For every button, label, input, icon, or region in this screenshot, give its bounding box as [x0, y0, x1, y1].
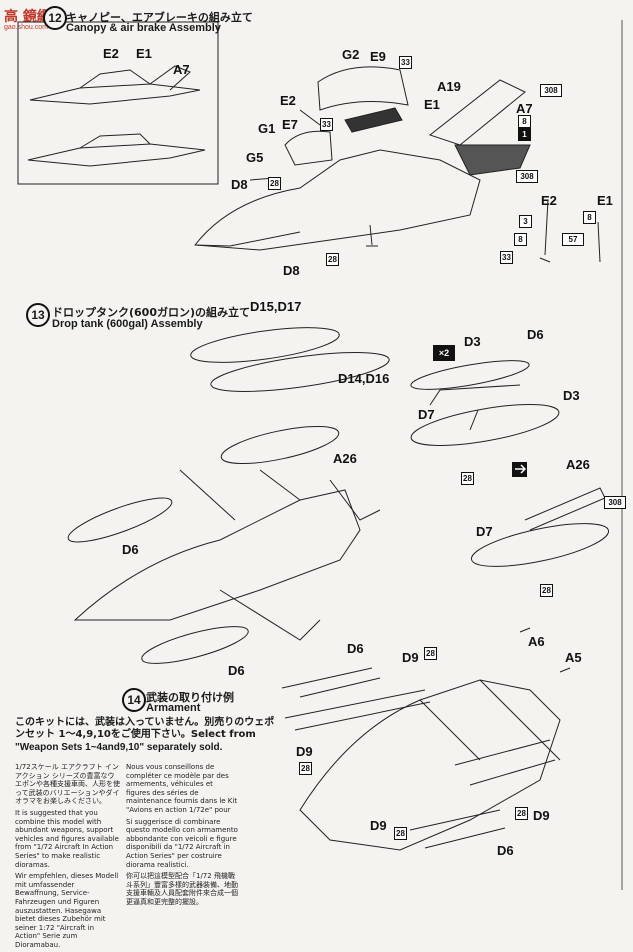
- step-13-title-jp: ドロップタンク(600ガロン)の組み立て: [52, 306, 251, 319]
- part-count-box: 28: [540, 584, 553, 597]
- label-e1b: E1: [597, 193, 613, 208]
- note-jp: 1/72スケール エアクラフト インアクション シリーズの豊富なウエポンや各種支…: [15, 763, 120, 806]
- label-g2: G2: [342, 47, 360, 62]
- armament-note-en: "Weapon Sets 1~4and9,10" separately sold…: [15, 742, 223, 753]
- label-d3b: D3: [563, 388, 580, 403]
- part-count-box: 28: [326, 253, 339, 266]
- quantity-x2-badge: ×2: [433, 345, 455, 361]
- step-12-title-en: Canopy & air brake Assembly: [66, 22, 221, 34]
- label-g5: G5: [246, 150, 264, 165]
- part-count-box: 8: [583, 211, 596, 224]
- step-14-number: 14: [122, 688, 146, 712]
- notes-column-1: 1/72スケール エアクラフト インアクション シリーズの豊富なウエポンや各種支…: [15, 763, 120, 952]
- label-e2-inset: E2: [103, 46, 119, 61]
- part-count-box: 28: [515, 807, 528, 820]
- label-d6b-armament: D6: [497, 843, 514, 858]
- watermark-brand: 高 鏡網: [4, 9, 51, 25]
- step-14-title-jp: 武装の取り付け例: [146, 691, 234, 704]
- part-count-box: 8: [518, 115, 531, 128]
- label-e7: E7: [282, 117, 298, 132]
- part-count-box: 28: [424, 647, 437, 660]
- label-a19: A19: [437, 79, 461, 94]
- label-a7: A7: [516, 101, 533, 116]
- label-e1-inset: E1: [136, 46, 152, 61]
- label-d8: D8: [231, 177, 248, 192]
- label-a26a: A26: [333, 451, 357, 466]
- label-d7b: D7: [476, 524, 493, 539]
- label-d6c: D6: [228, 663, 245, 678]
- part-count-box: 28: [394, 827, 407, 840]
- label-e9: E9: [370, 49, 386, 64]
- label-d6a: D6: [527, 327, 544, 342]
- notes-column-2: Nous vous conseillons de compléter ce mo…: [126, 763, 239, 910]
- label-a7-inset: A7: [173, 62, 190, 77]
- arrow-direction-icon: [512, 462, 527, 477]
- label-e1: E1: [424, 97, 440, 112]
- part-count-box: 33: [500, 251, 513, 264]
- label-d8b: D8: [283, 263, 300, 278]
- label-d3a: D3: [464, 334, 481, 349]
- part-count-box: 3: [519, 215, 532, 228]
- armament-note-jp: このキットには、武装は入っていません。別売りのウェポンセット 1〜4,9,10を…: [15, 717, 275, 740]
- label-e2b: E2: [541, 193, 557, 208]
- label-d9d: D9: [370, 818, 387, 833]
- note-fr: Nous vous conseillons de compléter ce mo…: [126, 763, 238, 814]
- label-e2: E2: [280, 93, 296, 108]
- step-14-title-en: Armament: [146, 702, 201, 714]
- label-a6: A6: [528, 634, 545, 649]
- note-zh: 你可以把這模型配合「1/72 飛機戰斗系列」豐富多樣的武器裝備、地勤支援車輛及人…: [126, 872, 238, 906]
- instruction-diagram: [17, 20, 623, 890]
- watermark-url: gao.shou.com: [4, 24, 48, 31]
- part-count-box: 28: [268, 177, 281, 190]
- part-count-box: 33: [320, 118, 333, 131]
- part-count-box: 308: [604, 496, 626, 509]
- inset-frame: [17, 21, 219, 185]
- note-de: Wir empfehlen, dieses Modell mit umfasse…: [15, 872, 119, 949]
- part-count-box: 28: [299, 762, 312, 775]
- part-count-box: 33: [399, 56, 412, 69]
- part-count-box: 308: [540, 84, 562, 97]
- label-d6b: D6: [122, 542, 139, 557]
- note-it: Si suggerisce di combinare questo modell…: [126, 817, 238, 869]
- step-13-title-en: Drop tank (600gal) Assembly: [52, 318, 203, 330]
- part-count-box: 308: [516, 170, 538, 183]
- note-en: It is suggested that you combine this mo…: [15, 808, 119, 869]
- label-d14-d16: D14,D16: [338, 371, 390, 386]
- label-d7a: D7: [418, 407, 435, 422]
- step-12-number: 12: [43, 6, 67, 30]
- label-d9c: D9: [533, 808, 550, 823]
- part-count-box: 8: [514, 233, 527, 246]
- part-count-box: 1: [518, 128, 531, 141]
- label-d6a-armament: D6: [347, 641, 364, 656]
- label-g1: G1: [258, 121, 276, 136]
- part-count-box: 28: [461, 472, 474, 485]
- label-a26b: A26: [566, 457, 590, 472]
- label-d15-d17: D15,D17: [250, 299, 302, 314]
- step-13-number: 13: [26, 303, 50, 327]
- label-a5: A5: [565, 650, 582, 665]
- part-count-box: 57: [562, 233, 584, 246]
- label-d9b: D9: [296, 744, 313, 759]
- step-12-title-jp: キャノピー、エアブレーキの組み立て: [66, 11, 253, 24]
- label-d9a: D9: [402, 650, 419, 665]
